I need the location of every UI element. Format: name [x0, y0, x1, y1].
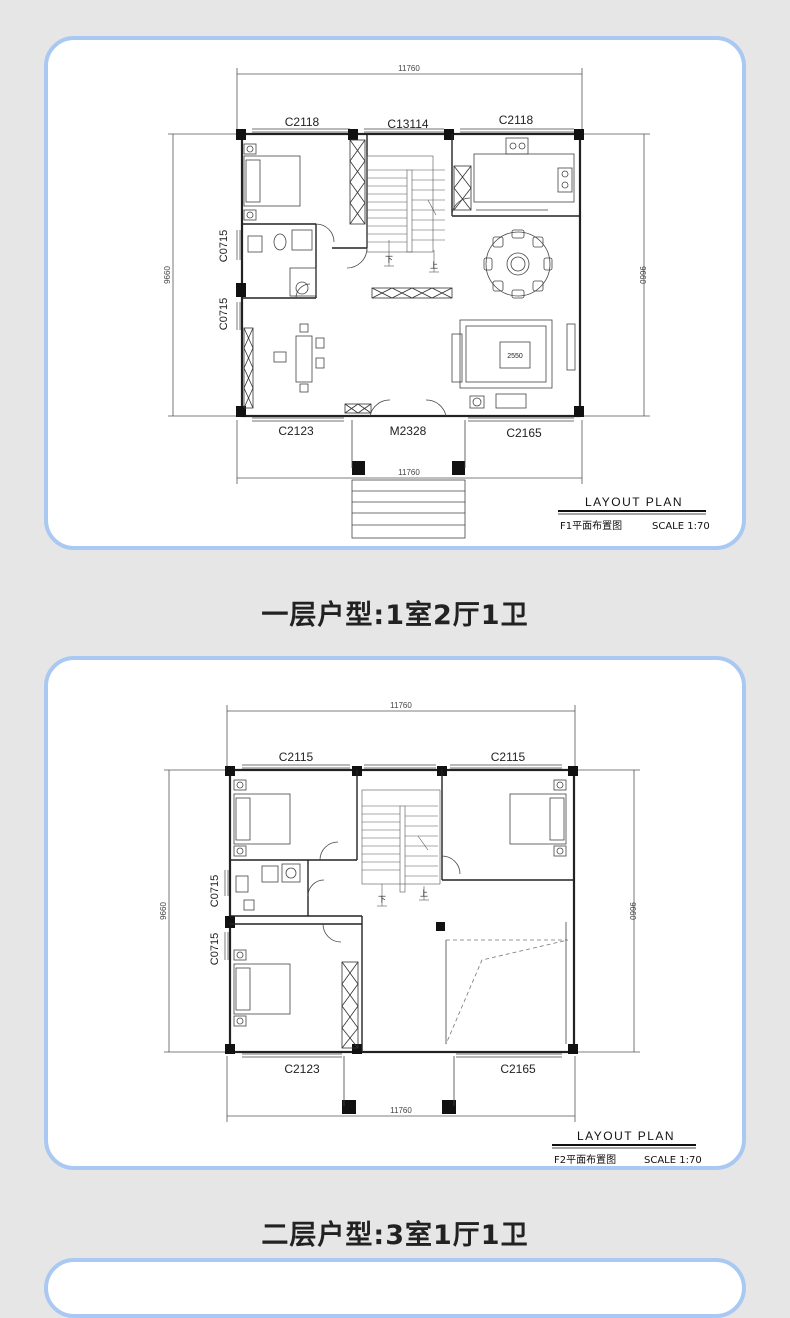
title-block-scale: SCALE 1:70 [644, 1155, 702, 1166]
floor-plan-card-f1: 11760 11760 9660 9660 C2118 C13114 C2118… [44, 36, 746, 550]
window-label: C2123 [284, 1062, 320, 1076]
title-block-subtitle: F1平面布置图 [560, 520, 622, 532]
dim-right: 9660 [628, 902, 637, 920]
title-block-subtitle: F2平面布置图 [554, 1154, 616, 1166]
floor-plan-card-f2: 11760 11760 9660 9660 C2115 C2115 C0715 … [44, 656, 746, 1170]
title-block-scale: SCALE 1:70 [652, 521, 710, 532]
dim-top: 11760 [398, 64, 420, 73]
window-label: C0715 [218, 230, 230, 262]
floor-plan-card-next [44, 1258, 746, 1318]
window-label: C2115 [491, 750, 526, 764]
window-label: C0715 [218, 298, 230, 330]
window-label: C2123 [278, 424, 314, 438]
window-label: C2115 [279, 750, 314, 764]
stair-down-label: 下 [385, 255, 393, 264]
dim-left: 9660 [159, 902, 168, 920]
table-size-label: 2550 [507, 353, 523, 360]
dim-bottom: 11760 [398, 468, 420, 477]
floor-caption-f2: 二层户型:3室1厅1卫 [261, 1220, 529, 1251]
window-label: C0715 [209, 933, 221, 965]
window-label: C13114 [387, 117, 428, 131]
window-label: C2118 [285, 115, 320, 129]
dim-top: 11760 [390, 701, 412, 710]
window-label: C2165 [500, 1062, 536, 1076]
title-block-title: LAYOUT PLAN [585, 495, 683, 509]
title-block-title: LAYOUT PLAN [577, 1129, 675, 1143]
door-label: M2328 [390, 424, 427, 438]
window-label: C2118 [499, 113, 534, 127]
floor-plan-f1: 11760 11760 9660 9660 C2118 C13114 C2118… [163, 64, 710, 539]
floor-plan-f2: 11760 11760 9660 9660 C2115 C2115 C0715 … [159, 701, 702, 1166]
stair-up-label: 上 [430, 261, 438, 270]
dim-right: 9660 [638, 266, 647, 284]
dim-bottom: 11760 [390, 1106, 412, 1115]
stair-up-label: 上 [420, 889, 428, 898]
window-label: C2165 [506, 426, 542, 440]
stair-down-label: 下 [378, 895, 386, 904]
window-label: C0715 [209, 875, 221, 907]
floor-caption-f1: 一层户型:1室2厅1卫 [261, 600, 529, 631]
dim-left: 9660 [163, 266, 172, 284]
